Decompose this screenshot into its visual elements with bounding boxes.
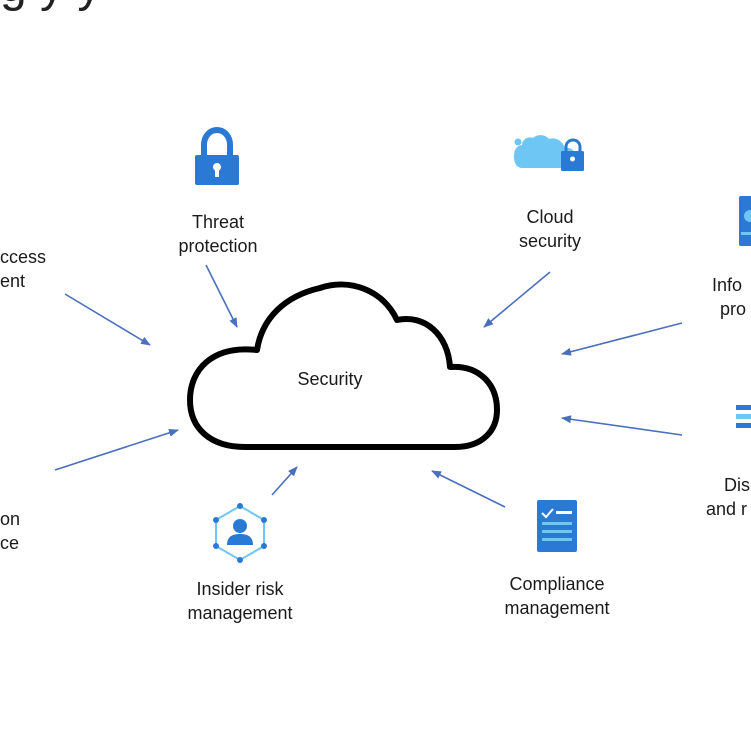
info-governance-label: on ce [0,507,30,555]
arrow-discovery [561,415,683,436]
cloud-security-line1: Cloud [526,207,574,227]
cloud-lock-icon [514,135,584,171]
arrow-governance [54,428,179,471]
arrow-cloud [483,271,551,328]
info-governance-line2: ce [0,533,20,553]
security-center-label: Security [297,369,363,389]
info-governance-line1: on [0,509,21,529]
discovery-line2: and r [706,499,748,519]
user-network-icon [213,503,267,563]
insider-risk-line1: Insider risk [196,579,284,599]
information-protection-label: Info pro [712,273,751,321]
arrow-threat [205,264,238,328]
information-protection-line2: pro [720,299,747,319]
checklist-icon [537,500,577,552]
compliance-line2: management [504,598,610,618]
arrow-compliance [431,470,506,508]
document-icon [739,196,751,246]
threat-protection-label: Threat protection [158,210,278,258]
arrow-info-protection [561,322,683,356]
discovery-line1: Dis [724,475,750,495]
cloud-security-line2: security [518,231,581,251]
identity-access-line1: ccess [0,247,47,267]
arrow-identity [64,293,151,346]
insider-risk-label: Insider risk management [170,577,310,625]
information-protection-line1: Info [712,275,743,295]
discovery-label: Dis and r [706,473,751,521]
page-title-fragment: g y y [0,0,751,12]
insider-risk-line2: management [187,603,293,623]
identity-access-line2: ent [0,271,26,291]
lock-icon [195,126,239,185]
compliance-line1: Compliance [509,574,605,594]
security-cloud-shape [187,281,500,450]
arrow-insider [271,466,298,496]
threat-protection-line1: Threat [191,212,245,232]
compliance-label: Compliance management [482,572,632,620]
list-icon [736,405,751,428]
cloud-security-label: Cloud security [490,205,610,253]
threat-protection-line2: protection [178,236,258,256]
identity-access-label: ccess ent [0,245,58,293]
